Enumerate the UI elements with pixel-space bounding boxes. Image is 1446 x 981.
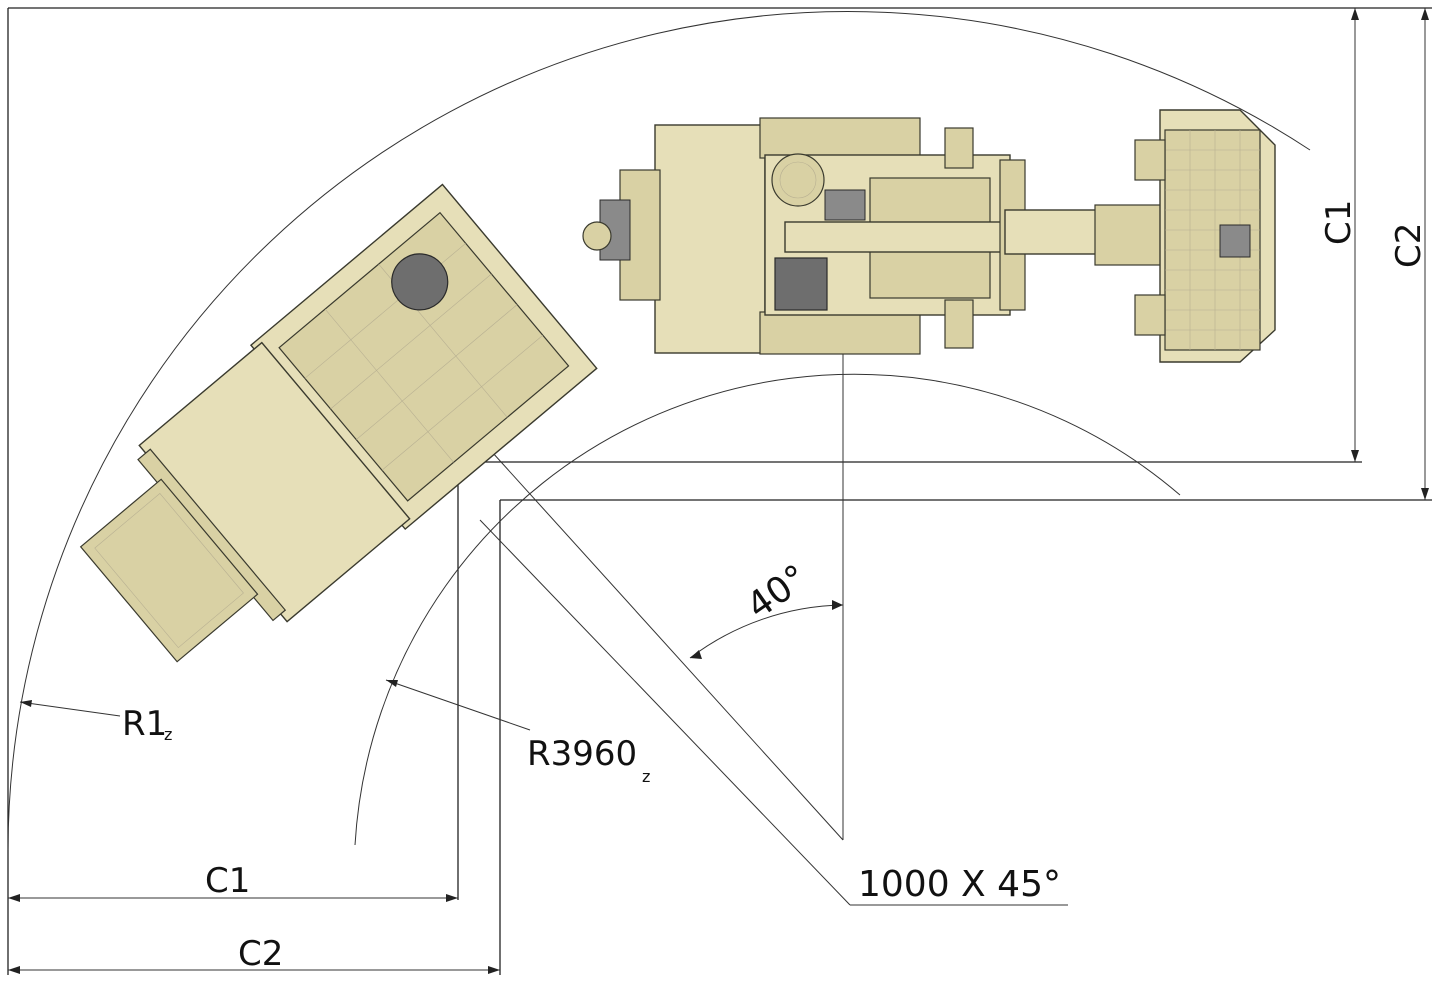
machine-cutter-head <box>1134 109 1276 363</box>
angle-label: 40° <box>740 557 816 627</box>
motor-drum <box>771 153 825 207</box>
chamfer-label: 1000 X 45° <box>858 864 1061 905</box>
c1-right-label: C1 <box>1319 200 1359 245</box>
rear-motor <box>391 253 449 311</box>
r1-subscript: z <box>164 725 172 744</box>
r3960-subscript: z <box>642 767 650 786</box>
outer-turning-arc <box>7 11 1311 851</box>
c2-bottom-label: C2 <box>238 934 283 974</box>
angle-arc <box>689 604 844 659</box>
c1-bottom-label: C1 <box>205 861 250 901</box>
machine-rear-section <box>79 183 598 663</box>
machine-front-section <box>582 117 1166 355</box>
construction-lines <box>479 160 1068 906</box>
motor-block <box>774 257 828 311</box>
turning-arcs <box>7 11 1311 851</box>
r3960-label: R3960 <box>527 734 637 774</box>
radius-leaders <box>19 679 531 731</box>
bottom-dimensions <box>8 894 500 974</box>
c2-right-label: C2 <box>1389 223 1429 268</box>
inner-turning-arc <box>354 373 1181 846</box>
r1-label: R1 <box>122 704 167 744</box>
drift-walls <box>7 7 1432 975</box>
right-dimensions <box>1351 8 1429 500</box>
